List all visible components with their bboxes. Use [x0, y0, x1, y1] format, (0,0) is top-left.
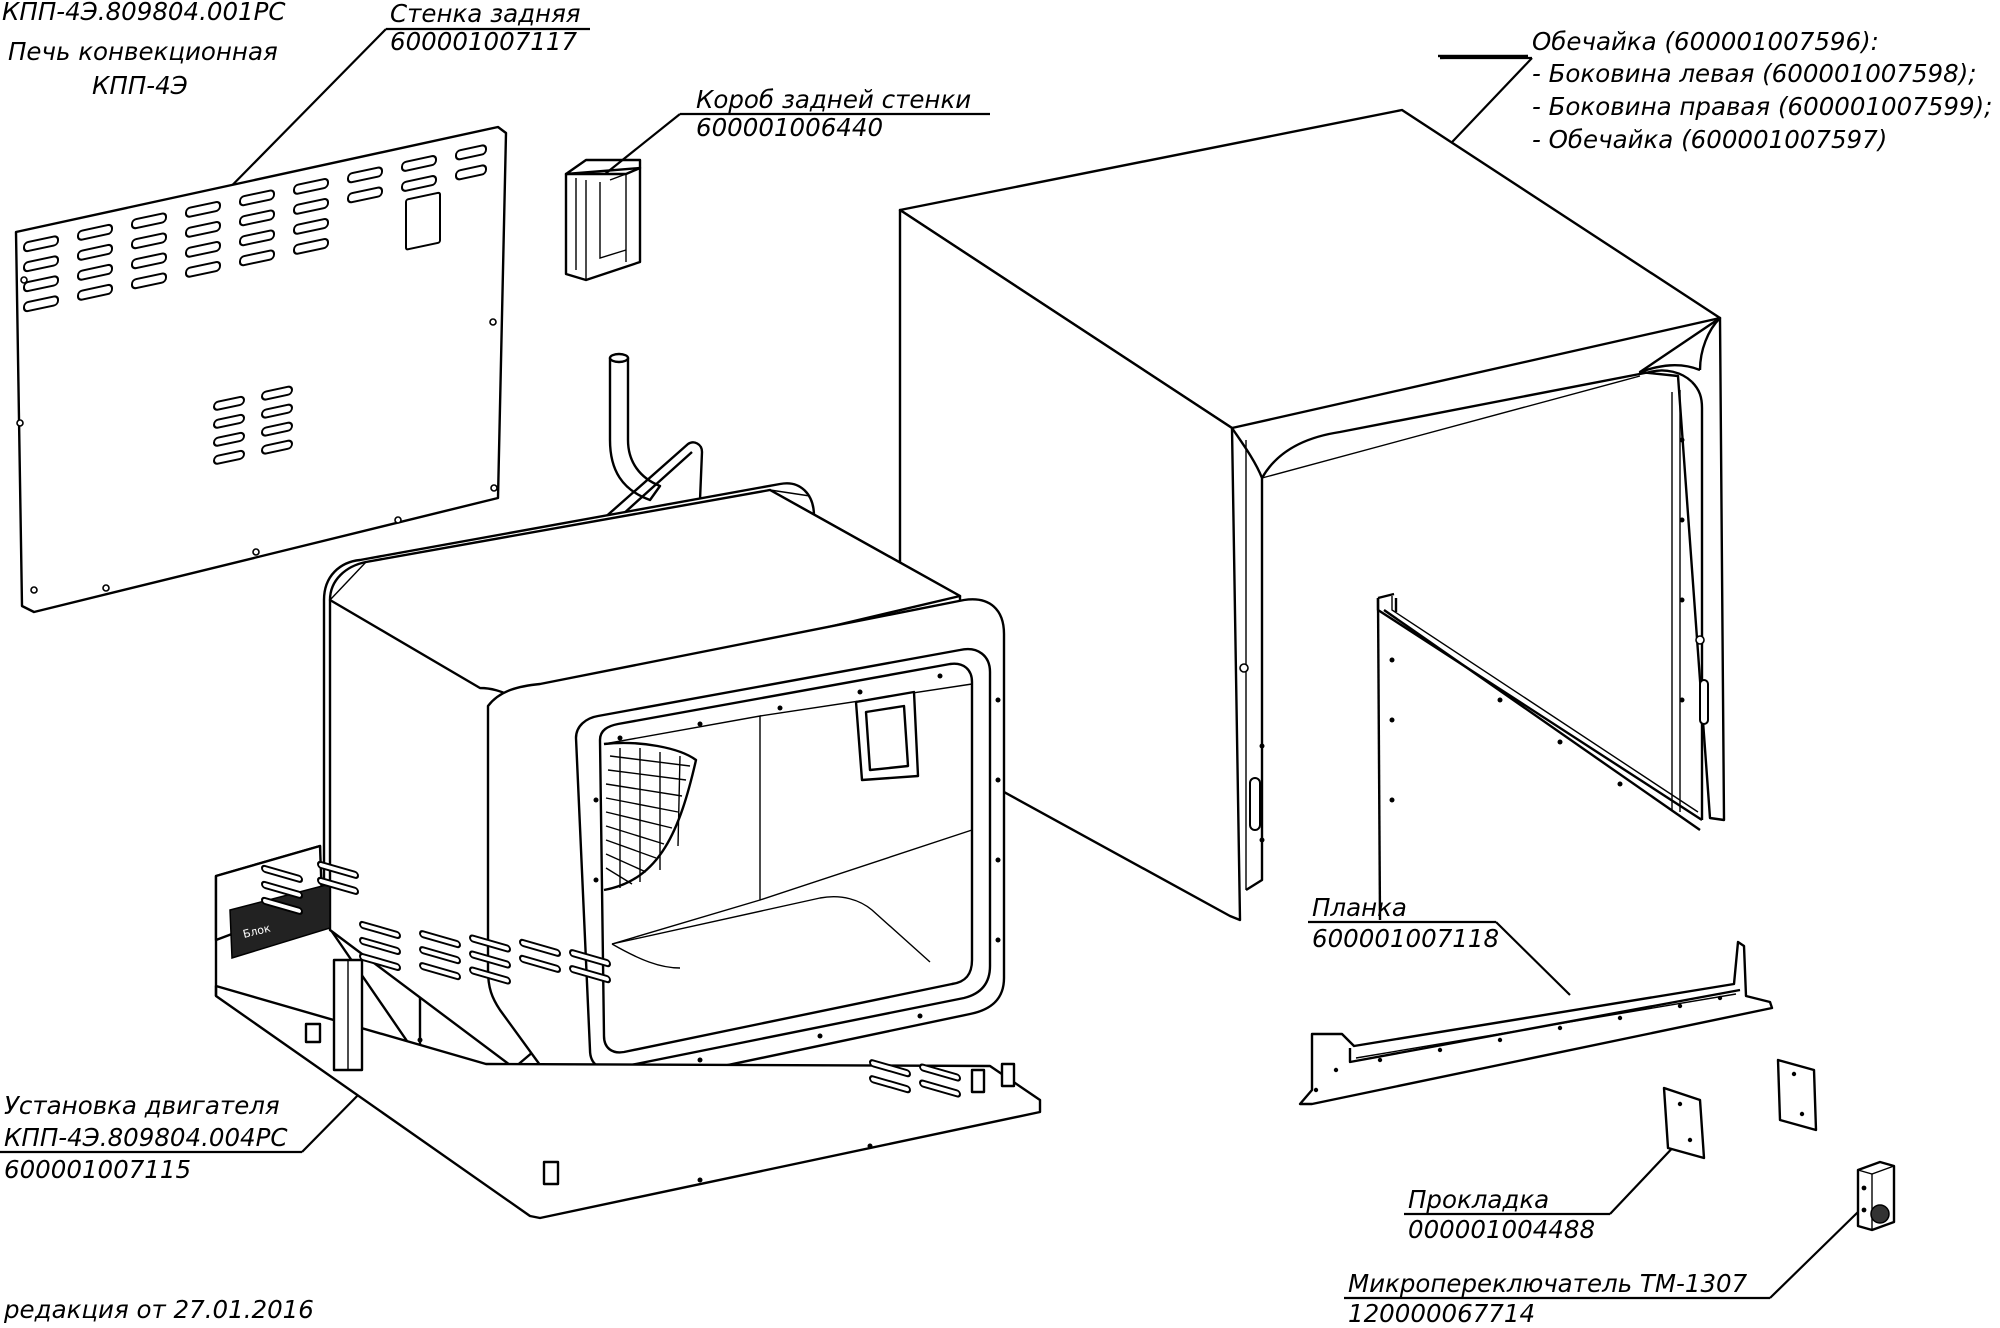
microswitch-part: [1856, 1160, 1896, 1232]
callout-rear-wall-box: Короб задней стенки 600001006440: [599, 85, 990, 179]
motor-unit-name: Установка двигателя: [4, 1091, 280, 1120]
rear-wall-box-code: 600001006440: [696, 113, 883, 142]
callout-shell: Обечайка (600001007596): - Боковина лева…: [1434, 27, 1992, 161]
rear-wall-box-part: [564, 158, 642, 282]
strip-name: Планка: [1312, 893, 1407, 922]
fan-icon: [603, 741, 698, 892]
rear-wall-name: Стенка задняя: [390, 0, 581, 28]
title-name-line1: Печь конвекционная: [8, 37, 278, 66]
callout-microswitch: Микропереключатель ТМ-1307 120000067714: [1344, 1211, 1859, 1328]
rear-wall-box-name: Короб задней стенки: [696, 85, 971, 114]
title-doc-number: КПП-4Э.809804.001РС: [2, 0, 286, 26]
gasket-name: Прокладка: [1408, 1185, 1549, 1214]
motor-unit-doc-number: КПП-4Э.809804.004РС: [4, 1123, 288, 1152]
title-name-line2: КПП-4Э: [92, 71, 188, 100]
outer-shell-part: [898, 108, 1726, 922]
microswitch-code: 120000067714: [1348, 1299, 1535, 1328]
microswitch-name: Микропереключатель ТМ-1307: [1348, 1269, 1748, 1298]
shell-name: Обечайка (600001007596):: [1532, 27, 1879, 56]
rear-wall-code: 600001007117: [390, 27, 577, 56]
rear-wall-vent-slots: [16, 144, 498, 594]
rear-wall-panel: [14, 125, 508, 614]
motor-unit-part: Блок: [214, 844, 1042, 1220]
callout-motor-unit: Установка двигателя КПП-4Э.809804.004РС …: [0, 1087, 366, 1184]
shell-item-1: - Боковина левая (600001007598);: [1532, 59, 1977, 88]
motor-unit-code: 600001007115: [4, 1155, 191, 1184]
shell-item-2: - Боковина правая (600001007599);: [1532, 92, 1992, 121]
callout-strip: Планка 600001007118: [1308, 893, 1571, 996]
gasket-parts: [1662, 1058, 1818, 1160]
revision-note: редакция от 27.01.2016: [3, 1295, 314, 1324]
strip-part: [1298, 940, 1774, 1106]
callout-rear-wall: Стенка задняя 600001007117: [199, 0, 590, 219]
gasket-code: 000001004488: [1408, 1215, 1595, 1244]
shell-item-3: - Обечайка (600001007597): [1532, 125, 1887, 154]
callout-gasket: Прокладка 000001004488: [1404, 1139, 1681, 1244]
strip-code: 600001007118: [1312, 924, 1499, 953]
oven-chamber-part: [322, 352, 1006, 1095]
title-block: КПП-4Э.809804.001РС Печь конвекционная К…: [2, 0, 286, 100]
